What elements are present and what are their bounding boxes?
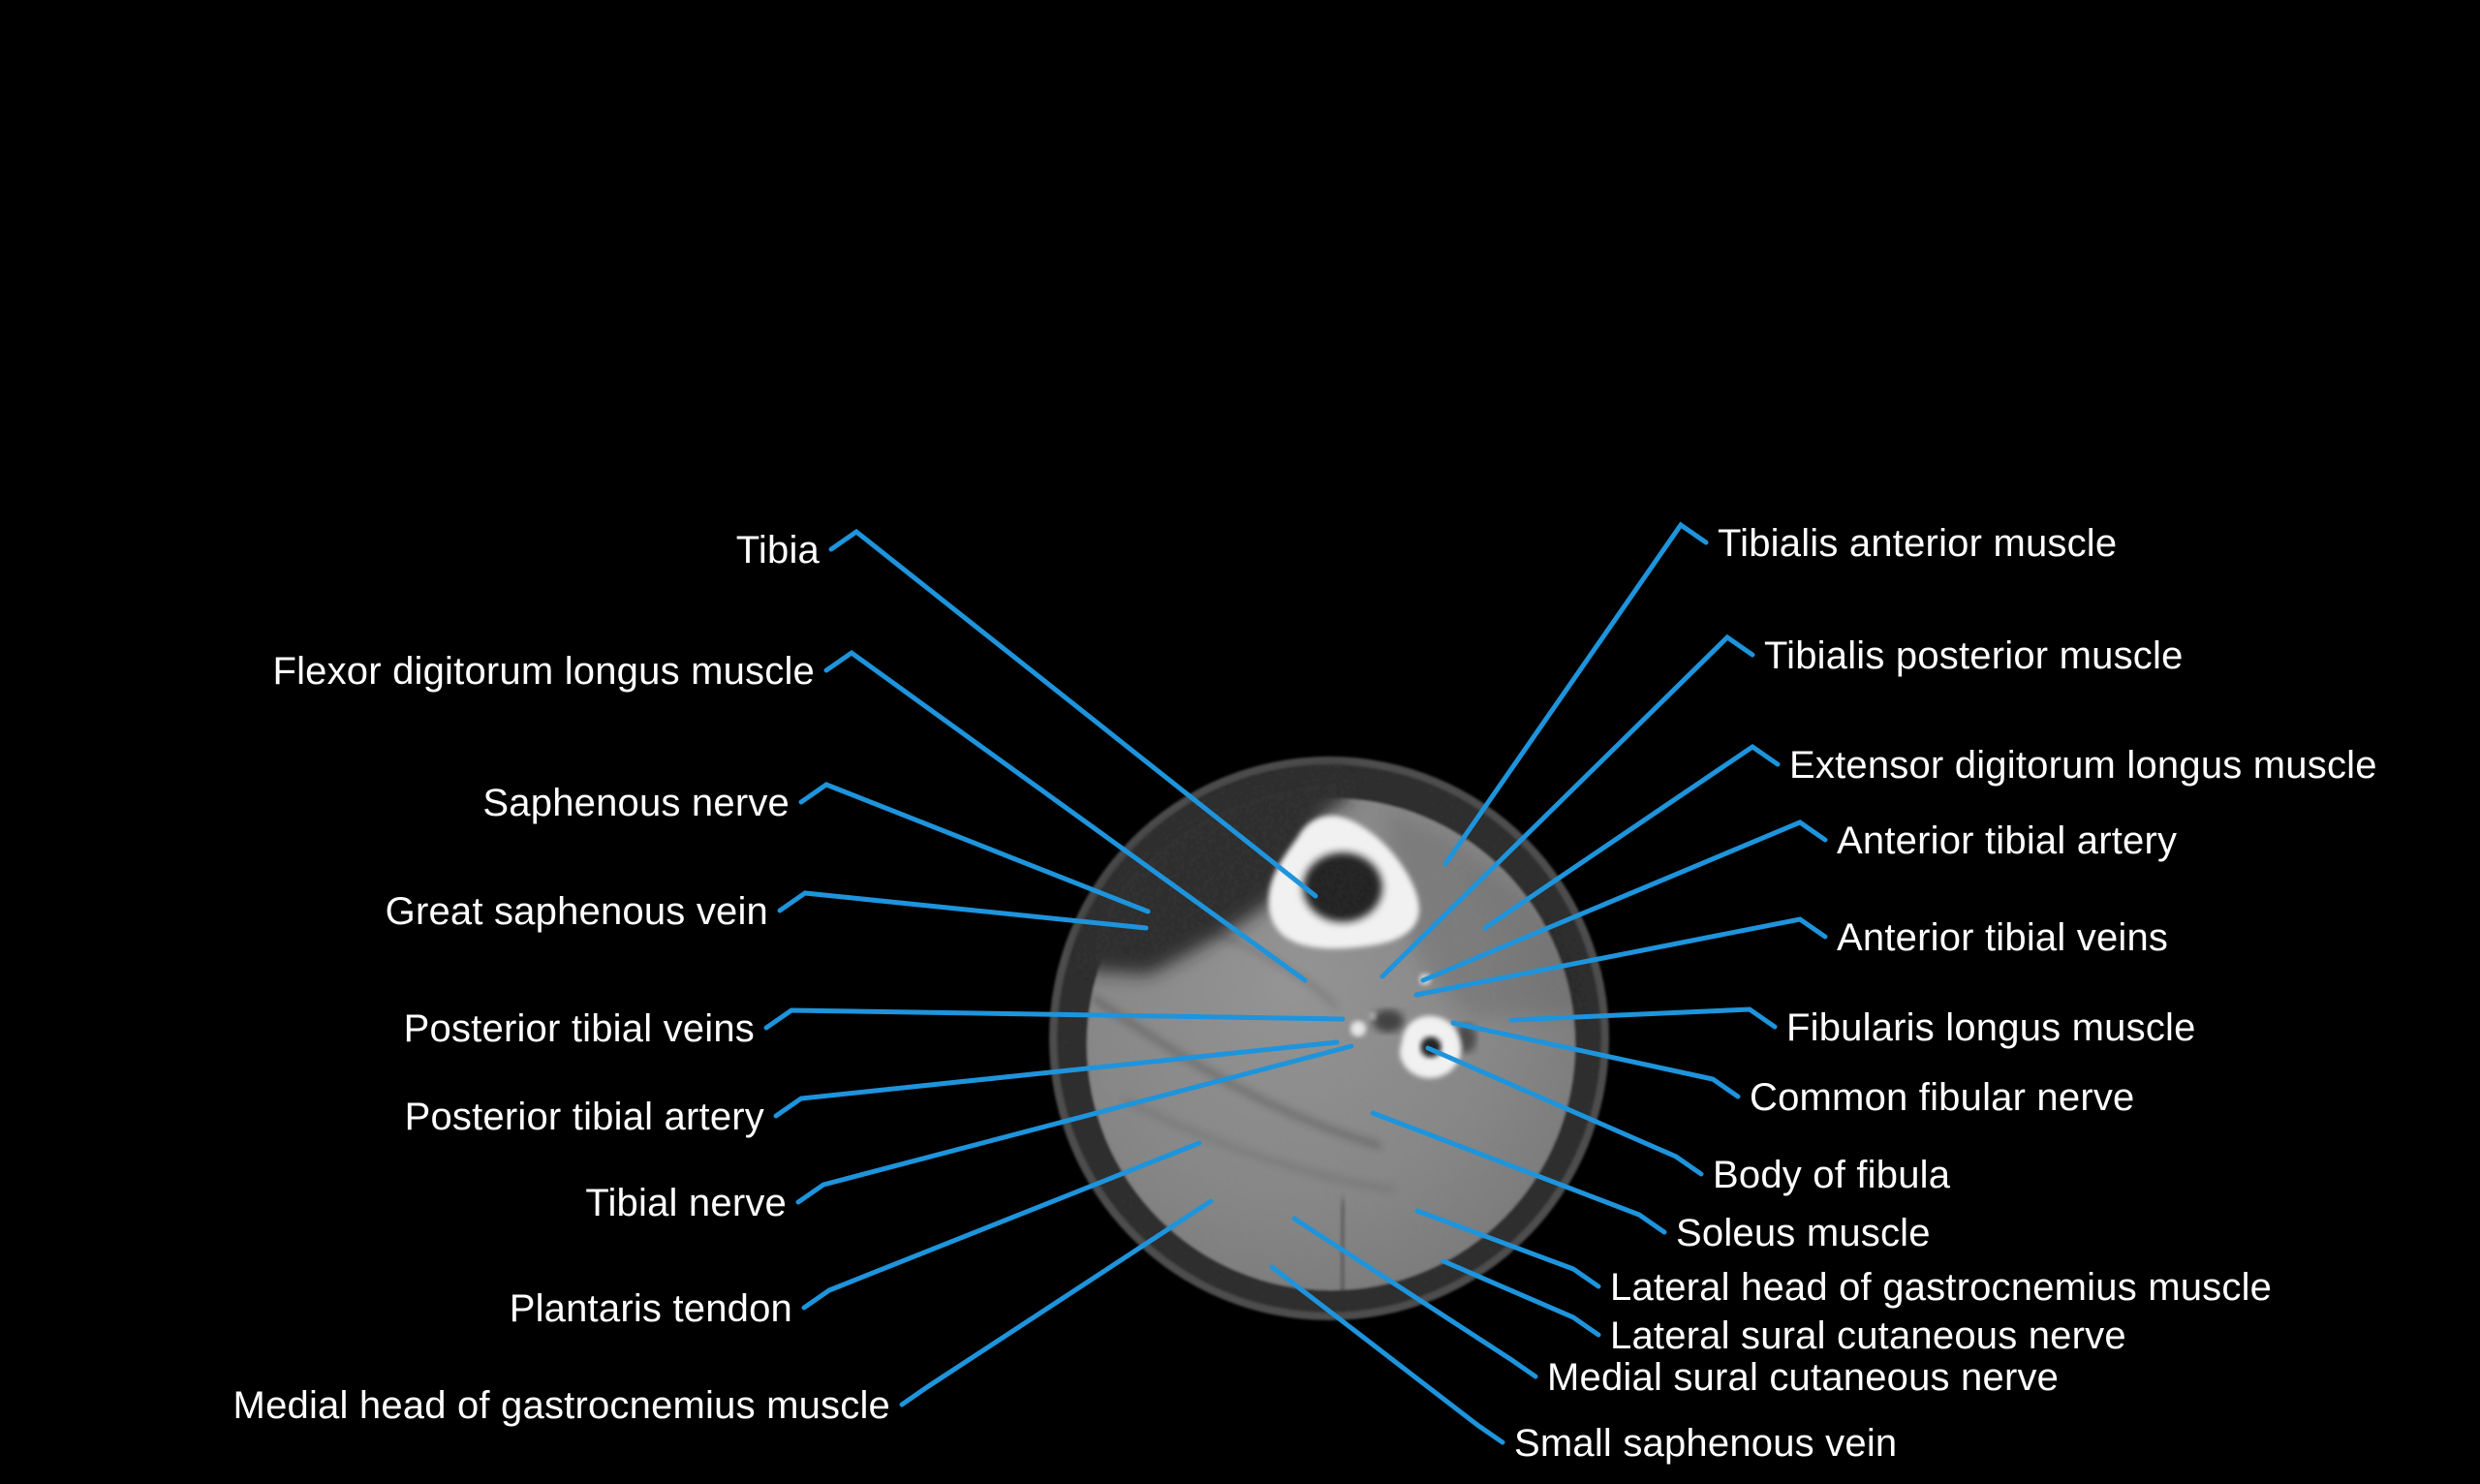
label-extensor-digitorum-longus: Extensor digitorum longus muscle (1789, 744, 2377, 787)
leader-medial-head-gastrocnemius (899, 1198, 1214, 1407)
leader-lateral-head-gastrocnemius (1414, 1208, 1601, 1289)
label-posterior-tibial-veins: Posterior tibial veins (404, 1007, 755, 1050)
leader-tibialis-posterior (1380, 634, 1755, 979)
leader-small-saphenous-vein (1269, 1264, 1505, 1445)
labels-left: Tibia Flexor digitorum longus muscle Sap… (233, 529, 890, 1427)
leader-posterior-tibial-veins (763, 1007, 1346, 1031)
label-small-saphenous-vein: Small saphenous vein (1514, 1422, 1897, 1465)
leader-plantaris-tendon (801, 1140, 1202, 1311)
label-lateral-sural-cutaneous-nerve: Lateral sural cutaneous nerve (1610, 1314, 2126, 1357)
leader-great-saphenous-vein (777, 890, 1149, 931)
leader-flexor-digitorum-longus (823, 649, 1308, 983)
label-tibialis-anterior: Tibialis anterior muscle (1718, 522, 2117, 565)
label-medial-sural-cutaneous-nerve: Medial sural cutaneous nerve (1547, 1356, 2059, 1399)
label-common-fibular-nerve: Common fibular nerve (1750, 1076, 2135, 1119)
leader-fibularis-longus (1508, 1006, 1778, 1030)
label-body-of-fibula: Body of fibula (1713, 1154, 1951, 1196)
label-great-saphenous-vein: Great saphenous vein (386, 890, 768, 933)
label-plantaris-tendon: Plantaris tendon (510, 1287, 792, 1330)
label-lateral-head-gastrocnemius: Lateral head of gastrocnemius muscle (1610, 1266, 2272, 1309)
leader-lateral-sural-cutaneous-nerve (1441, 1258, 1601, 1338)
leader-extensor-digitorum-longus (1482, 743, 1781, 931)
label-posterior-tibial-artery: Posterior tibial artery (405, 1096, 764, 1138)
labels-right: Tibialis anterior muscle Tibialis poster… (1514, 522, 2377, 1465)
leader-saphenous-nerve (798, 782, 1151, 914)
label-fibularis-longus: Fibularis longus muscle (1786, 1006, 2196, 1049)
leader-anterior-tibial-veins (1413, 916, 1828, 998)
label-medial-head-gastrocnemius: Medial head of gastrocnemius muscle (233, 1384, 890, 1427)
label-flexor-digitorum-longus: Flexor digitorum longus muscle (272, 650, 815, 693)
ct-noise-overlay (1057, 764, 1601, 1313)
label-tibial-nerve: Tibial nerve (585, 1182, 787, 1224)
label-saphenous-nerve: Saphenous nerve (482, 782, 790, 824)
label-tibia: Tibia (736, 529, 821, 572)
leader-common-fibular-nerve (1450, 1020, 1741, 1099)
leader-tibial-nerve (795, 1043, 1354, 1205)
leader-soleus (1370, 1110, 1667, 1235)
leader-body-of-fibula (1425, 1045, 1704, 1177)
leader-lines (763, 521, 1828, 1445)
label-anterior-tibial-veins: Anterior tibial veins (1837, 916, 2168, 959)
label-tibialis-posterior: Tibialis posterior muscle (1764, 634, 2184, 677)
leader-posterior-tibial-artery (773, 1039, 1340, 1119)
leader-tibialis-anterior (1442, 521, 1709, 867)
label-anterior-tibial-artery: Anterior tibial artery (1837, 819, 2177, 862)
leader-tibia (828, 528, 1318, 899)
label-soleus: Soleus muscle (1676, 1212, 1931, 1254)
leader-medial-sural-cutaneous-nerve (1291, 1216, 1538, 1379)
leader-anterior-tibial-artery (1420, 819, 1828, 983)
